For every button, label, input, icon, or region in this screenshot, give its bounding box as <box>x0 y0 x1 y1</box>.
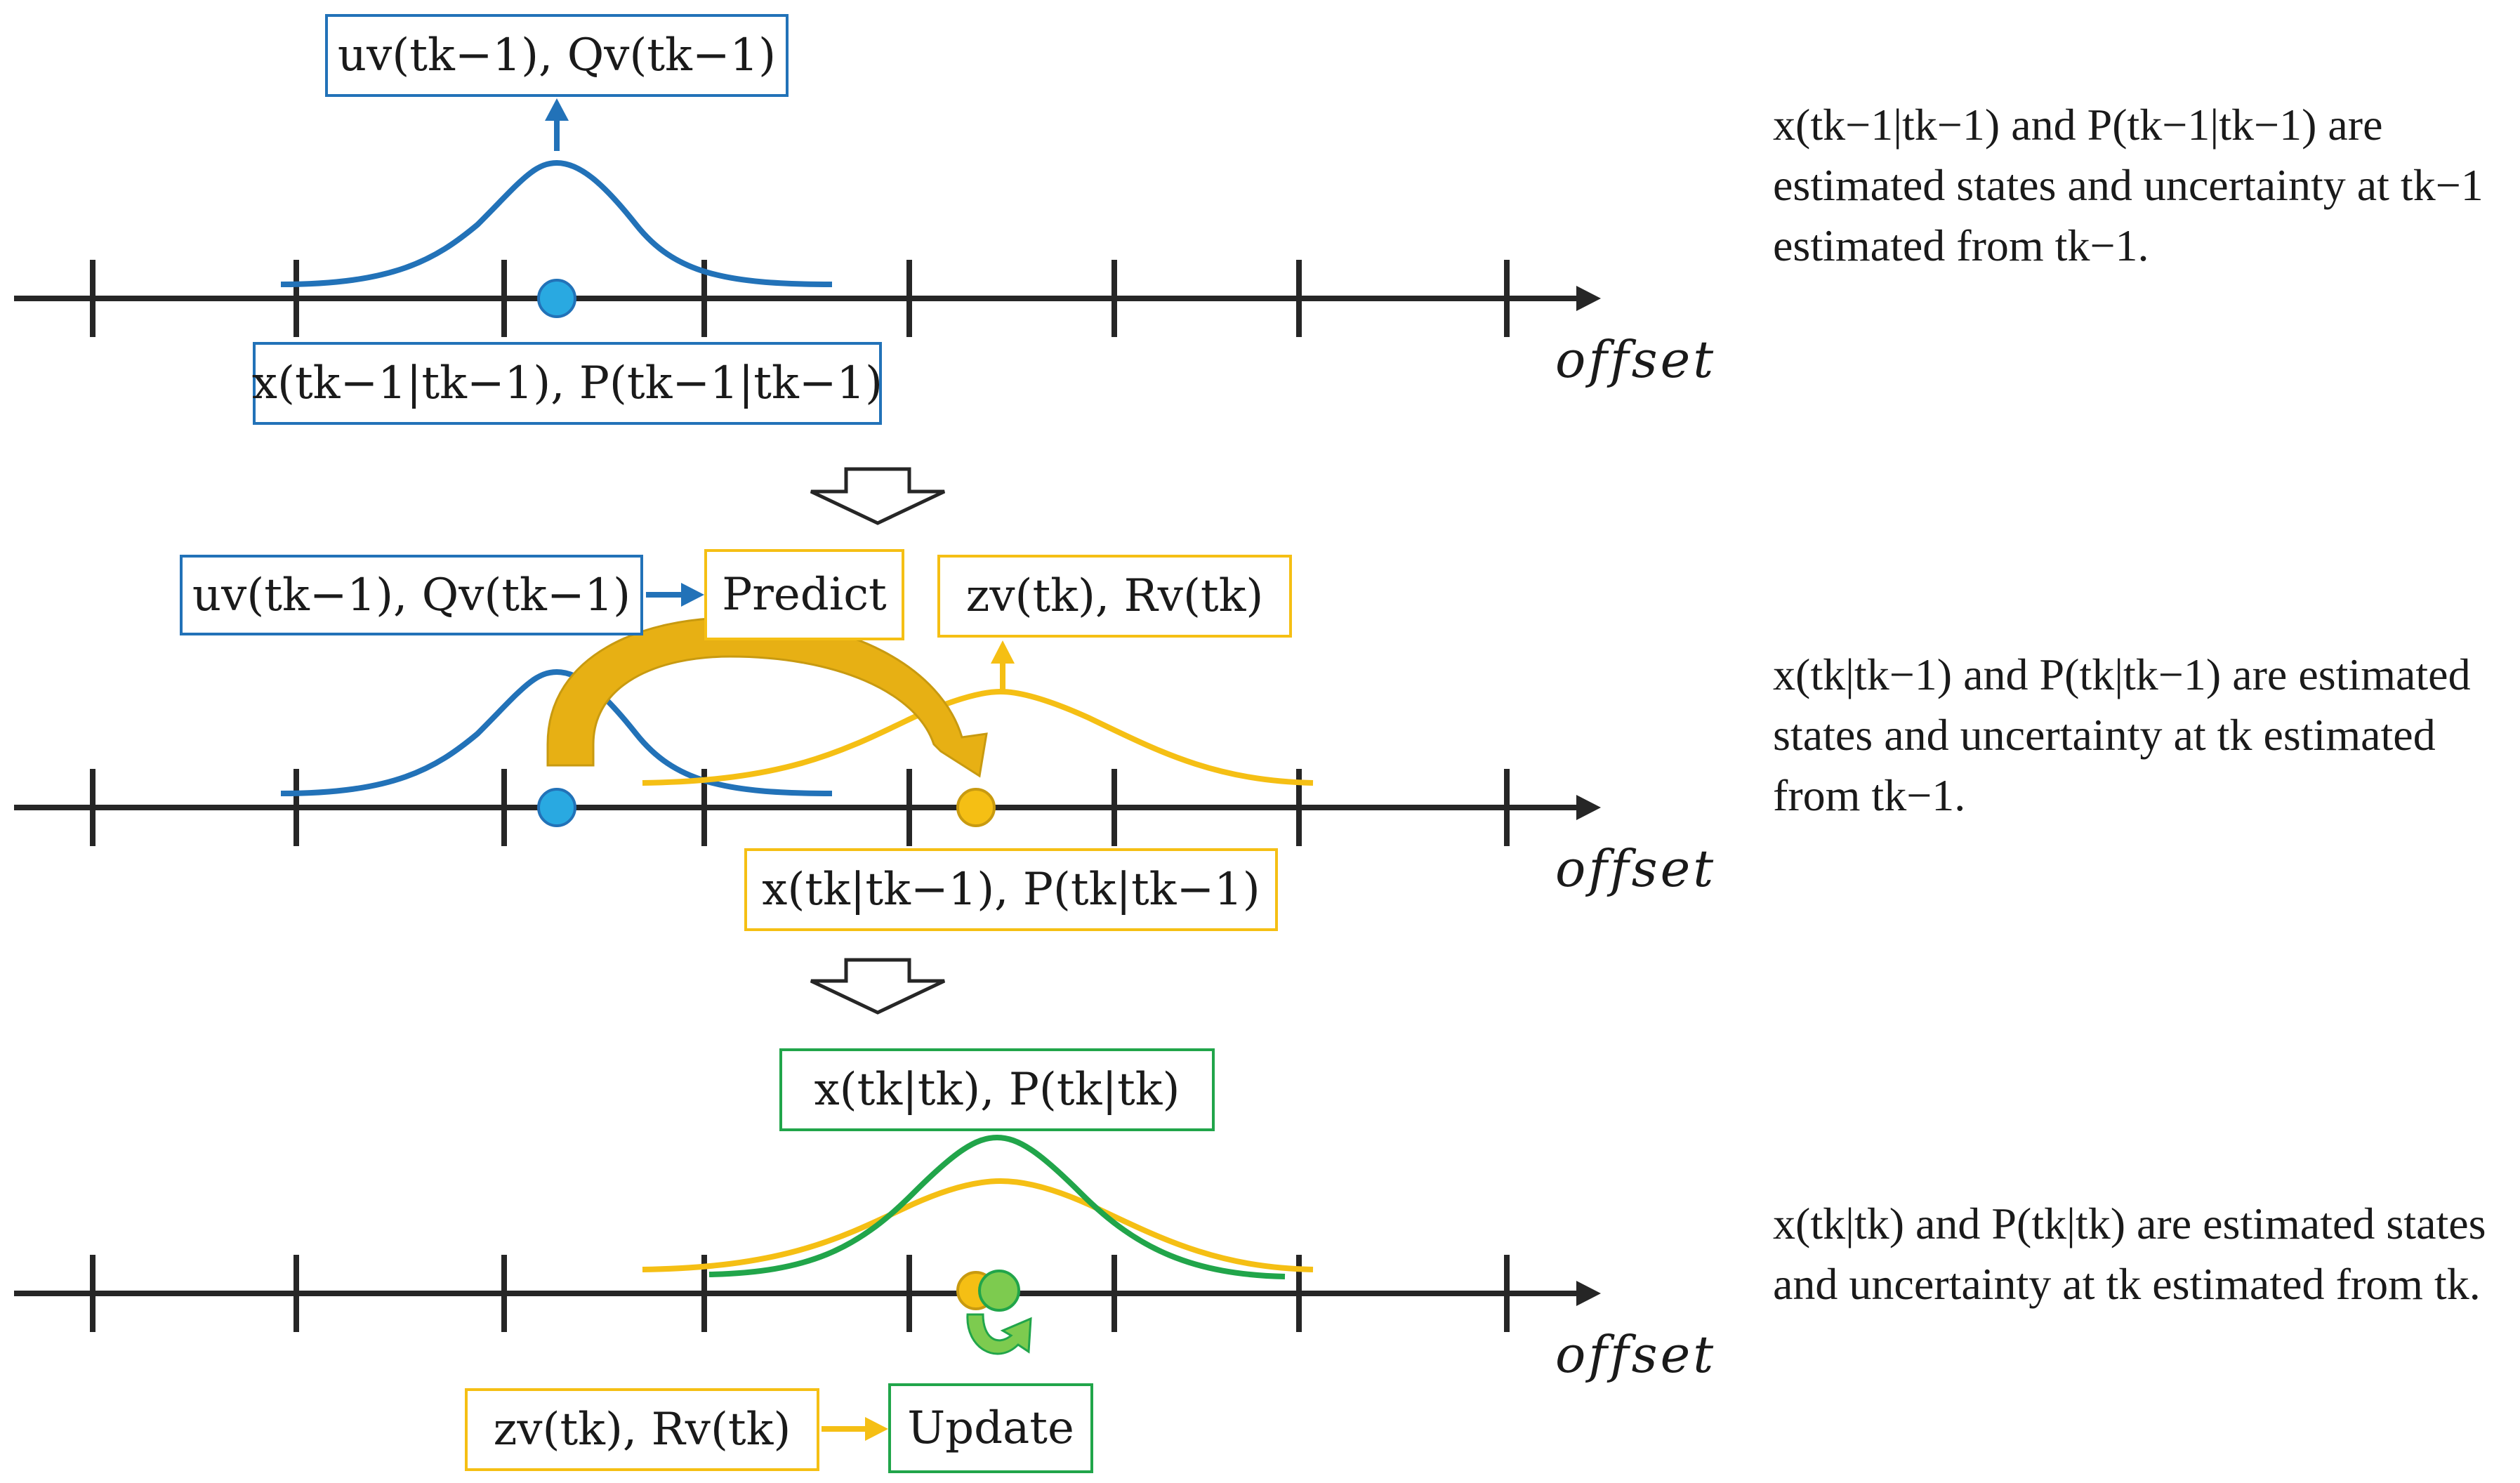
stage3-predicted-gaussian <box>642 1178 1314 1272</box>
stage1-input-arrow <box>545 98 569 151</box>
stage3-update-curl-arrow <box>966 1313 1032 1355</box>
stage1-input-label: uv(tk−1), Qv(tk−1) <box>337 29 777 81</box>
down-arrow-2 <box>810 958 946 1015</box>
stage2-axis <box>14 769 1601 846</box>
stage3-update-box: Update <box>888 1383 1093 1473</box>
stage2-predict-label: Predict <box>722 569 887 621</box>
stage2-measurement-label: zv(tk), Rv(tk) <box>965 570 1264 622</box>
stage2-input-label: uv(tk−1), Qv(tk−1) <box>192 569 631 621</box>
stage2-description: x(tk|tk−1) and P(tk|tk−1) are estimated … <box>1773 650 2471 820</box>
stage2-state-box: x(tk|tk−1), P(tk|tk−1) <box>744 848 1278 931</box>
stage3-measurement-label: zv(tk), Rv(tk) <box>493 1404 791 1456</box>
stage2-measurement-box: zv(tk), Rv(tk) <box>937 555 1292 638</box>
stage1-axis <box>14 260 1601 337</box>
stage3-state-label: x(tk|tk), P(tk|tk) <box>814 1064 1180 1116</box>
stage1-input-box: uv(tk−1), Qv(tk−1) <box>325 14 789 97</box>
stage2-predicted-marker <box>956 788 996 827</box>
stage3-update-label: Update <box>907 1402 1074 1454</box>
stage2-measurement-arrow <box>991 640 1015 692</box>
stage2-input-to-predict-arrow <box>646 583 704 607</box>
stage3-updated-marker <box>978 1270 1020 1312</box>
stage3-updated-gaussian <box>708 1134 1286 1279</box>
stage3-description: x(tk|tk) and P(tk|tk) are estimated stat… <box>1773 1199 2486 1309</box>
stage2-prior-gaussian <box>280 668 833 796</box>
stage2-state-label: x(tk|tk−1), P(tk|tk−1) <box>762 864 1260 916</box>
stage1-state-label: x(tk−1|tk−1), P(tk−1|tk−1) <box>251 357 883 409</box>
stage2-predict-transition-arrow <box>546 617 988 778</box>
down-arrow-1 <box>810 467 946 525</box>
stage3-measurement-to-update-arrow <box>822 1417 888 1441</box>
stage3-state-box: x(tk|tk), P(tk|tk) <box>779 1048 1215 1131</box>
stage1-prior-gaussian <box>280 159 833 287</box>
stage2-axis-label: offset <box>1555 839 1717 898</box>
stage2-input-box: uv(tk−1), Qv(tk−1) <box>180 555 643 635</box>
stage1-axis-label: offset <box>1555 330 1717 389</box>
stage1-description: x(tk−1|tk−1) and P(tk−1|tk−1) are estima… <box>1773 100 2483 270</box>
stage2-predict-box: Predict <box>704 549 904 640</box>
stage1-state-box: x(tk−1|tk−1), P(tk−1|tk−1) <box>251 342 883 425</box>
stage3-measurement-box: zv(tk), Rv(tk) <box>465 1388 819 1471</box>
stage3-axis-label: offset <box>1555 1325 1717 1384</box>
stage3-axis <box>14 1255 1601 1332</box>
stage2-prior-marker <box>537 788 576 827</box>
stage2-ticks <box>90 769 1510 846</box>
stage1-state-marker <box>537 279 576 318</box>
